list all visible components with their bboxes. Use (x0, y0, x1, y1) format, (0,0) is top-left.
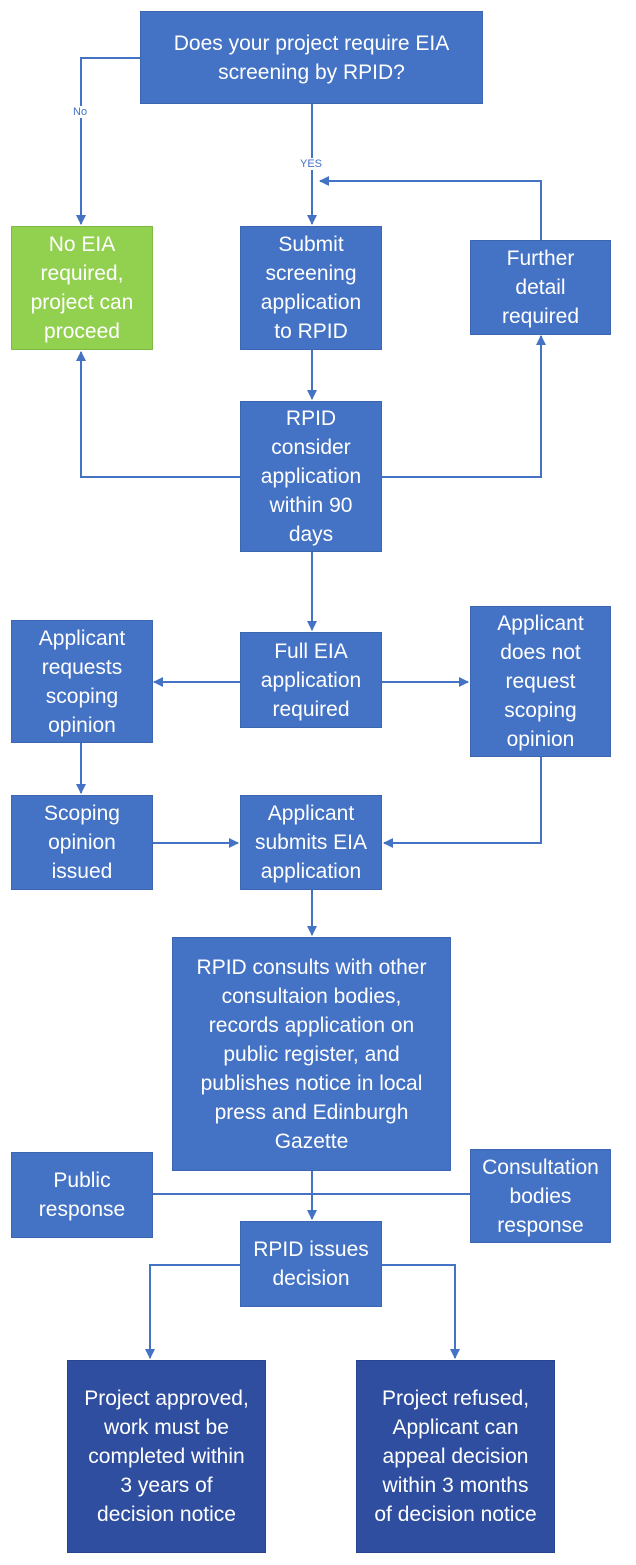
node-no-eia-required: No EIA required, project can proceed (11, 226, 153, 350)
edge-not-request-to-submits (383, 757, 542, 848)
node-consultation-bodies-response: Consultation bodies response (470, 1149, 611, 1243)
node-applicant-requests-scoping: Applicant requests scoping opinion (11, 620, 153, 743)
edge-consider-to-no-eia (76, 351, 240, 478)
edge-start-to-no-eia (76, 57, 140, 225)
edge-label-yes: YES (299, 158, 324, 170)
edge-further-to-submit (319, 176, 542, 240)
node-rpid-consults: RPID consults with other consultaion bod… (172, 937, 451, 1171)
node-public-response: Public response (11, 1152, 153, 1238)
node-rpid-consider: RPID consider application within 90 days (240, 401, 382, 552)
node-rpid-issues-decision: RPID issues decision (240, 1221, 382, 1307)
node-applicant-not-request-scoping: Applicant does not request scoping opini… (470, 606, 611, 757)
node-further-detail: Further detail required (470, 240, 611, 335)
node-full-eia-required: Full EIA application required (240, 632, 382, 728)
node-submit-screening: Submit screening application to RPID (240, 226, 382, 350)
node-scoping-opinion-issued: Scoping opinion issued (11, 795, 153, 890)
edge-decision-to-refused (382, 1264, 460, 1359)
edge-decision-to-approved (145, 1264, 240, 1359)
node-project-refused: Project refused, Applicant can appeal de… (356, 1360, 555, 1553)
node-project-approved: Project approved, work must be completed… (67, 1360, 266, 1553)
node-applicant-submits-eia: Applicant submits EIA application (240, 795, 382, 890)
node-start-question: Does your project require EIA screening … (140, 11, 483, 104)
edge-consider-to-further (382, 335, 546, 478)
edge-label-no: No (72, 106, 89, 118)
